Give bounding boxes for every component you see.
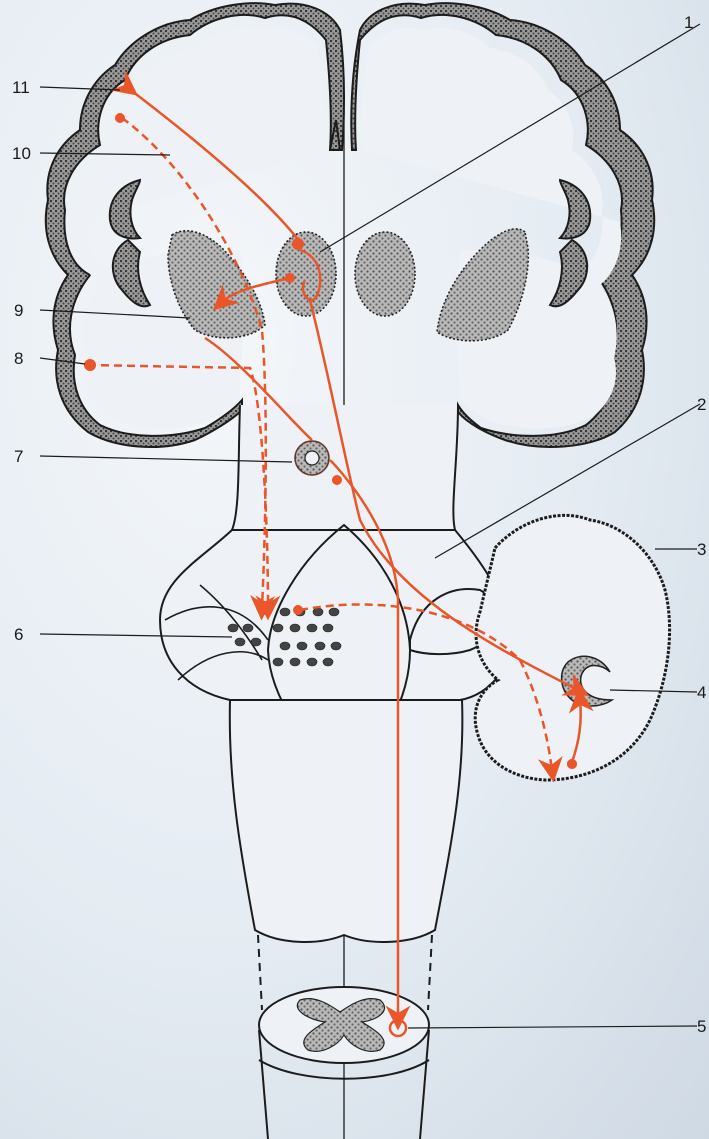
label-5: 5 [697, 1017, 706, 1036]
label-7: 7 [14, 447, 23, 466]
red-nucleus-center [305, 451, 319, 465]
label-4: 4 [697, 683, 706, 702]
label-2: 2 [697, 395, 706, 414]
label-3: 3 [697, 540, 706, 559]
label-6: 6 [14, 625, 23, 644]
label-9: 9 [14, 301, 23, 320]
right-thalamus [355, 232, 415, 316]
label-10: 10 [12, 144, 31, 163]
label-1: 1 [684, 13, 693, 32]
left-thalamus [276, 232, 336, 316]
label-8: 8 [14, 349, 23, 368]
label-11: 11 [12, 78, 30, 97]
spinal-cord [258, 935, 432, 1139]
brainstem [160, 405, 511, 942]
medulla [230, 700, 463, 942]
cerebrum [46, 3, 654, 447]
